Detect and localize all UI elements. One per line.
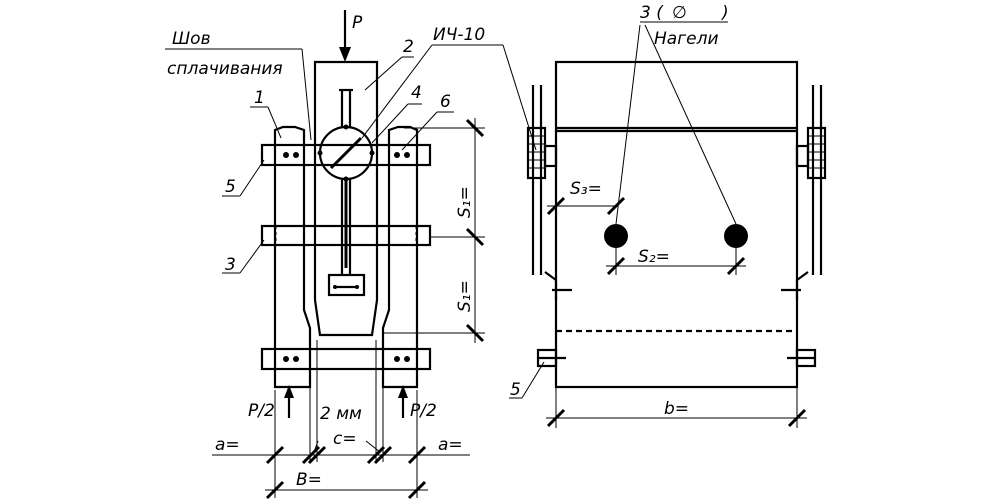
s1-bottom-label: S₁= xyxy=(455,280,475,312)
dim-a-right-label: a= xyxy=(438,435,463,455)
support-arrow-right xyxy=(398,385,408,418)
dim-b-label: b= xyxy=(664,399,689,419)
side-view: 3 ( ∅ ) Нагели S₃= S₂= 5 xyxy=(502,3,827,428)
s1-top-label: S₁= xyxy=(455,186,475,218)
part-1-label: 1 xyxy=(254,88,265,108)
side-plate xyxy=(554,60,799,389)
gauge-label: ИЧ-10 xyxy=(433,25,485,45)
part-2-label: 2 xyxy=(403,37,414,57)
gap-label: 2 мм xyxy=(320,404,362,424)
dowels-label: Нагели xyxy=(654,29,719,49)
center-member xyxy=(313,60,379,337)
part-6-label: 6 xyxy=(440,92,451,112)
s3-dimension xyxy=(546,196,626,216)
right-clamp-assembly xyxy=(781,85,827,368)
dim-B-label: B= xyxy=(296,470,322,490)
seam-label-1: Шов xyxy=(172,29,211,49)
dim-a-left-label: a= xyxy=(215,435,240,455)
side-member-left xyxy=(273,125,312,389)
dowels-close-paren: ) xyxy=(720,3,729,23)
s2-dimension xyxy=(606,248,746,276)
support-arrow-left xyxy=(284,385,294,418)
dowels-count-label: 3 ( xyxy=(640,3,664,23)
part-5-right-label: 5 xyxy=(510,380,521,400)
part-5-left-label: 5 xyxy=(225,177,236,197)
half-load-left-label: P/2 xyxy=(248,401,275,421)
front-view: P xyxy=(165,10,503,500)
half-load-right-label: P/2 xyxy=(410,401,437,421)
left-clamp-assembly xyxy=(526,85,572,368)
side-member-right xyxy=(381,125,419,389)
s3-label: S₃= xyxy=(570,179,602,199)
diameter-sign: ∅ xyxy=(672,3,687,23)
bottom-dimensions xyxy=(212,340,470,500)
top-clamp-bar xyxy=(260,143,432,167)
dial-gauge xyxy=(317,88,375,297)
seam-label-2: сплачивания xyxy=(167,59,283,79)
bottom-clamp-bar xyxy=(260,347,432,371)
load-arrow xyxy=(339,10,351,62)
part-3-left-label: 3 xyxy=(225,255,236,275)
dim-c-label: c= xyxy=(333,429,357,449)
s1-dimension xyxy=(384,118,485,343)
s2-label: S₂= xyxy=(638,247,670,267)
part-4-label: 4 xyxy=(411,83,422,103)
b-dimension xyxy=(546,387,807,428)
load-label: P xyxy=(352,13,363,33)
